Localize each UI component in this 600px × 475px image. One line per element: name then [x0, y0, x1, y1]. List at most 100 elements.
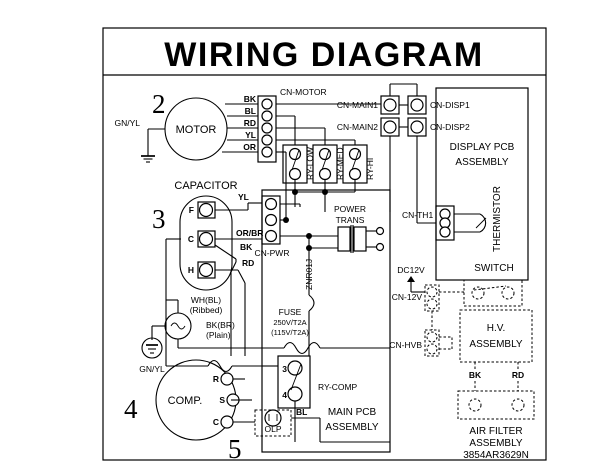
cn-motor-pin-3 — [261, 122, 273, 134]
trans-secondary-coil — [353, 226, 367, 252]
callout-5: 5 — [228, 434, 242, 464]
wire-label-rd: RD — [244, 118, 256, 128]
page-title: WIRING DIAGRAM — [164, 36, 483, 74]
olp-wire-label: BL — [296, 407, 307, 417]
motor-ground-label: GN/YL — [114, 118, 140, 128]
cn-main2-pin — [383, 120, 397, 134]
cap-f-terminal — [198, 202, 214, 218]
ry-hi-pin-top — [348, 147, 362, 161]
hv-assembly-line1: H.V. — [487, 323, 506, 334]
comp-c-label: C — [213, 417, 219, 427]
wire-label-or: OR — [243, 142, 256, 152]
relay-ry-med: RY-MED — [312, 144, 345, 184]
cap-h-label: H — [188, 265, 194, 275]
comp-terminal-r — [220, 372, 234, 386]
hv-wire-rd-label: RD — [512, 370, 524, 380]
switch-blade — [473, 285, 507, 291]
switch-box — [463, 279, 523, 307]
cn-pwr-label: CN-PWR — [255, 248, 290, 258]
part-number: 3854AR3629N — [463, 450, 529, 461]
junction-dot-4 — [306, 233, 312, 239]
ac-sine-glyph — [170, 322, 186, 330]
power-trans-line1: POWER — [334, 204, 366, 214]
cap-f-label: F — [189, 205, 194, 215]
neutral-wire-note: (Plain) — [206, 330, 231, 340]
cn-main1-pin — [383, 98, 397, 112]
ry-med-pin-top — [318, 147, 332, 161]
thermistor-label: THERMISTOR — [492, 186, 503, 252]
dc12v-arrow-head — [407, 276, 415, 282]
cn-disp2-pin — [410, 120, 424, 134]
ry-comp-pin-4 — [287, 386, 303, 402]
fuse-symbol — [308, 294, 315, 312]
air-filter-pin-2 — [511, 398, 525, 412]
cn-disp1-label: CN-DISP1 — [430, 100, 470, 110]
trans-out-pin-2 — [375, 242, 385, 252]
cn-12v-pin-2 — [426, 298, 438, 310]
cn-hvb-pin-1 — [426, 331, 438, 343]
cn-disp1-pin — [410, 98, 424, 112]
cap-wire-rd-label: RD — [242, 258, 254, 268]
fuse-label: FUSE — [279, 307, 302, 317]
cn-hvb-label: CN-HVB — [389, 340, 422, 350]
cap-wire-yl-label: YL — [238, 192, 249, 202]
air-filter-line1: AIR FILTER — [469, 426, 522, 437]
display-pcb-box — [435, 87, 529, 281]
cap-wire-orbr-label: OR/BR — [236, 228, 263, 238]
main-pcb-line1: MAIN PCB — [328, 407, 377, 418]
ry-low-contact — [291, 149, 300, 171]
trans-primary-coil — [337, 226, 351, 252]
air-filter-box — [457, 390, 535, 420]
air-filter-line2: ASSEMBLY — [469, 438, 522, 449]
cap-wire-rd-down — [237, 269, 246, 284]
ry-med-pin-bottom — [318, 167, 332, 181]
fuse-rating: 250V/T2A — [273, 318, 306, 327]
cap-wire-bk-label: BK — [240, 242, 253, 252]
cn-motor-pin-1 — [261, 98, 273, 110]
ry-low-label: RY-LOW — [305, 147, 315, 180]
ry-low-pin-top — [288, 147, 302, 161]
cap-h-terminal — [198, 262, 214, 278]
cord-twist-lower — [207, 359, 233, 373]
ry-low-pin-bottom — [288, 167, 302, 181]
cn-motor-pin-4 — [261, 134, 273, 146]
cap-c-terminal — [198, 231, 214, 247]
capacitor-body — [179, 195, 233, 291]
dc12v-label: DC12V — [397, 265, 425, 275]
ry-hi-pin-bottom — [348, 167, 362, 181]
cap-wire-bk — [214, 244, 237, 260]
cn-motor-pin-2 — [261, 110, 273, 122]
live-wire-note: (Ribbed) — [190, 305, 223, 315]
thermistor-bulb — [479, 213, 487, 233]
main-pcb-line2: ASSEMBLY — [325, 422, 378, 433]
trans-out-pin-1 — [375, 226, 385, 236]
plug-ground-label: GN/YL — [139, 364, 165, 374]
compressor-label: COMP. — [168, 395, 203, 407]
ry-med-label: RY-MED — [335, 147, 345, 180]
relay-ry-hi: RY-HI — [342, 144, 375, 184]
cn-motor-pin-5 — [261, 146, 273, 158]
hv-assembly-box — [459, 309, 533, 363]
ry-hi-label: RY-HI — [365, 158, 375, 180]
switch-pin-2 — [501, 286, 515, 300]
ry-comp-pin3-label: 3 — [282, 364, 287, 374]
comp-s-label: S — [219, 395, 225, 405]
comp-r-label: R — [213, 374, 219, 384]
hv-assembly-line2: ASSEMBLY — [469, 339, 522, 350]
junction-dot-3 — [283, 217, 289, 223]
ry-comp-contact — [290, 363, 302, 391]
cap-bk-bend — [230, 261, 237, 273]
relay-ry-low: RY-LOW — [282, 144, 315, 184]
display-pcb-line1: DISPLAY PCB — [450, 142, 515, 153]
callout-3: 3 — [152, 204, 166, 234]
cord-twist-upper — [283, 341, 321, 355]
wire-label-bk: BK — [244, 94, 257, 104]
wire-label-bl: BL — [245, 106, 256, 116]
cn-pwr-pin-3 — [264, 229, 278, 243]
ry-comp-body — [277, 355, 311, 409]
cn-main2-label: CN-MAIN2 — [337, 122, 378, 132]
motor-label: MOTOR — [176, 124, 217, 136]
live-wire-label: WH(BL) — [191, 295, 221, 305]
cn-disp2-label: CN-DISP2 — [430, 122, 470, 132]
